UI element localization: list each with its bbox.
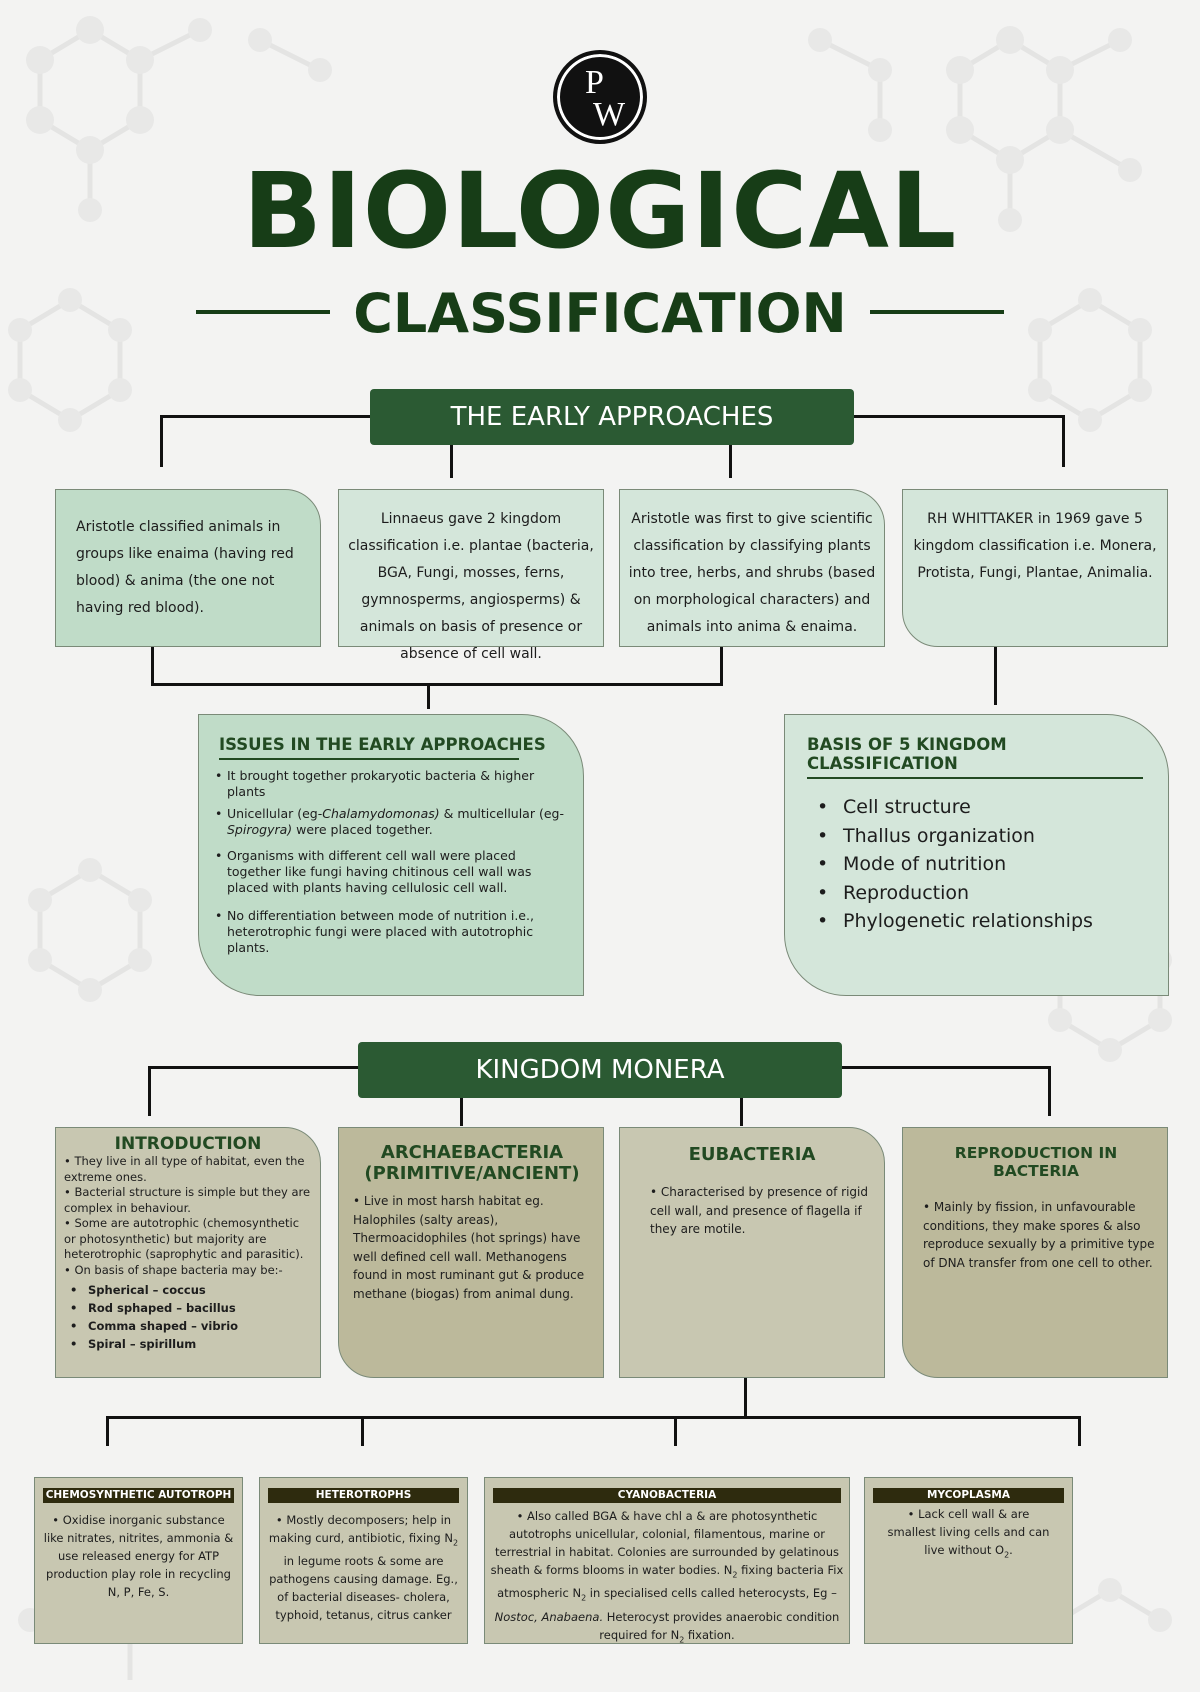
issues-title-underline	[219, 758, 519, 760]
connector	[151, 683, 723, 686]
intro-line: • They live in all type of habitat, even…	[64, 1154, 305, 1184]
early-box-aristotle-plants: Aristotle was first to give scientific c…	[619, 489, 885, 647]
chemosynthetic-title: CHEMOSYNTHETIC AUTOTROPH	[43, 1488, 234, 1503]
connector	[744, 1378, 747, 1418]
connector	[1078, 1416, 1081, 1446]
basis-title: BASIS OF 5 KINGDOM CLASSIFICATION	[807, 735, 1007, 773]
connector	[720, 647, 723, 685]
reproduction-text: • Mainly by fission, in unfavourable con…	[923, 1200, 1155, 1270]
issues-item: No differentiation between mode of nutri…	[213, 908, 571, 956]
connector	[160, 415, 370, 418]
mycoplasma-title: MYCOPLASMA	[873, 1488, 1064, 1503]
connector	[106, 1416, 109, 1446]
heterotrophs-title: HETEROTROPHS	[268, 1488, 459, 1503]
heterotrophs-text: • Mostly decomposers; help in making cur…	[268, 1513, 459, 1623]
kingdom-monera-header: KINGDOM MONERA	[358, 1042, 842, 1098]
chemosynthetic-text: • Oxidise inorganic substance like nitra…	[43, 1513, 234, 1599]
basis-item: Reproduction	[795, 879, 1158, 908]
basis-item: Thallus organization	[795, 822, 1158, 851]
intro-line: • On basis of shape bacteria may be:-	[64, 1262, 283, 1277]
logo-letter-p: P	[585, 64, 604, 101]
archaebacteria-box: ARCHAEBACTERIA (PRIMITIVE/ANCIENT) • Liv…	[338, 1127, 604, 1378]
bacteria-shapes-list: Spherical – coccus Rod sphaped – bacillu…	[64, 1281, 312, 1353]
reproduction-title: REPRODUCTION IN BACTERIA	[954, 1144, 1118, 1180]
intro-line: • Some are autotrophic (chemosynthetic o…	[64, 1216, 304, 1261]
title-rule-left	[196, 310, 330, 314]
archae-title: ARCHAEBACTERIA	[380, 1142, 564, 1163]
basis-list: Cell structure Thallus organization Mode…	[795, 793, 1158, 936]
connector	[729, 445, 732, 478]
shape-item: Spherical – coccus	[64, 1281, 312, 1299]
archae-subtitle: (PRIMITIVE/ANCIENT)	[364, 1163, 580, 1184]
basis-item: Phylogenetic relationships	[795, 907, 1158, 936]
shape-item: Comma shaped – vibrio	[64, 1317, 312, 1335]
title-rule-right	[870, 310, 1004, 314]
cyanobacteria-title: CYANOBACTERIA	[493, 1488, 841, 1503]
issues-list: It brought together prokaryotic bacteria…	[213, 768, 571, 956]
intro-title: INTRODUCTION	[114, 1134, 262, 1154]
issues-item: Unicellular (eg-Chalamydomonas) & multic…	[213, 806, 571, 838]
early-box-aristotle-animals: Aristotle classified animals in groups l…	[55, 489, 321, 647]
connector	[427, 683, 430, 709]
eubacteria-box: EUBACTERIA • Characterised by presence o…	[619, 1127, 885, 1378]
basis-item: Cell structure	[795, 793, 1158, 822]
connector	[740, 1098, 743, 1126]
connector	[854, 415, 1064, 418]
connector	[151, 647, 154, 685]
eubacteria-text: • Characterised by presence of rigid cel…	[650, 1185, 868, 1236]
reproduction-box: REPRODUCTION IN BACTERIA • Mainly by fis…	[902, 1127, 1168, 1378]
basis-item: Mode of nutrition	[795, 850, 1158, 879]
issues-title: ISSUES IN THE EARLY APPROACHES	[219, 735, 546, 754]
chemosynthetic-box: CHEMOSYNTHETIC AUTOTROPH • Oxidise inorg…	[34, 1477, 243, 1644]
connector	[1062, 415, 1065, 467]
early-box-linnaeus: Linnaeus gave 2 kingdom classification i…	[338, 489, 604, 662]
archae-text: • Live in most harsh habitat eg. Halophi…	[353, 1194, 585, 1301]
mycoplasma-box: MYCOPLASMA • Lack cell wall & are smalle…	[864, 1477, 1073, 1644]
issues-item: It brought together prokaryotic bacteria…	[213, 768, 571, 800]
connector	[674, 1416, 677, 1446]
connector	[148, 1066, 151, 1116]
connector	[106, 1416, 1080, 1419]
cyanobacteria-text: • Also called BGA & have chl a & are pho…	[490, 1509, 844, 1644]
eubacteria-title: EUBACTERIA	[688, 1144, 816, 1165]
monera-intro-box: INTRODUCTION • They live in all type of …	[55, 1127, 321, 1378]
page-subtitle: CLASSIFICATION	[353, 282, 847, 345]
connector	[450, 445, 453, 478]
pw-logo: P W	[553, 50, 647, 144]
issues-box: ISSUES IN THE EARLY APPROACHES It brough…	[198, 714, 584, 996]
connector	[148, 1066, 358, 1069]
cyanobacteria-box: CYANOBACTERIA • Also called BGA & have c…	[484, 1477, 850, 1644]
shape-item: Rod sphaped – bacillus	[64, 1299, 312, 1317]
early-box-whittaker: RH WHITTAKER in 1969 gave 5 kingdom clas…	[902, 489, 1168, 647]
page-title: BIOLOGICAL	[242, 150, 958, 272]
connector	[160, 415, 163, 467]
heterotrophs-box: HETEROTROPHS • Mostly decomposers; help …	[259, 1477, 468, 1644]
intro-line: • Bacterial structure is simple but they…	[64, 1185, 311, 1215]
shape-item: Spiral – spirillum	[64, 1335, 312, 1353]
connector	[842, 1066, 1051, 1069]
connector	[460, 1098, 463, 1126]
basis-title-underline	[807, 777, 1143, 779]
issues-item: Organisms with different cell wall were …	[213, 848, 571, 896]
logo-letter-w: W	[593, 96, 626, 133]
connector	[361, 1416, 364, 1446]
mycoplasma-text: • Lack cell wall & are smallest living c…	[887, 1507, 1050, 1560]
connector	[994, 647, 997, 705]
early-approaches-header: THE EARLY APPROACHES	[370, 389, 854, 445]
connector	[1048, 1066, 1051, 1116]
basis-box: BASIS OF 5 KINGDOM CLASSIFICATION Cell s…	[784, 714, 1169, 996]
